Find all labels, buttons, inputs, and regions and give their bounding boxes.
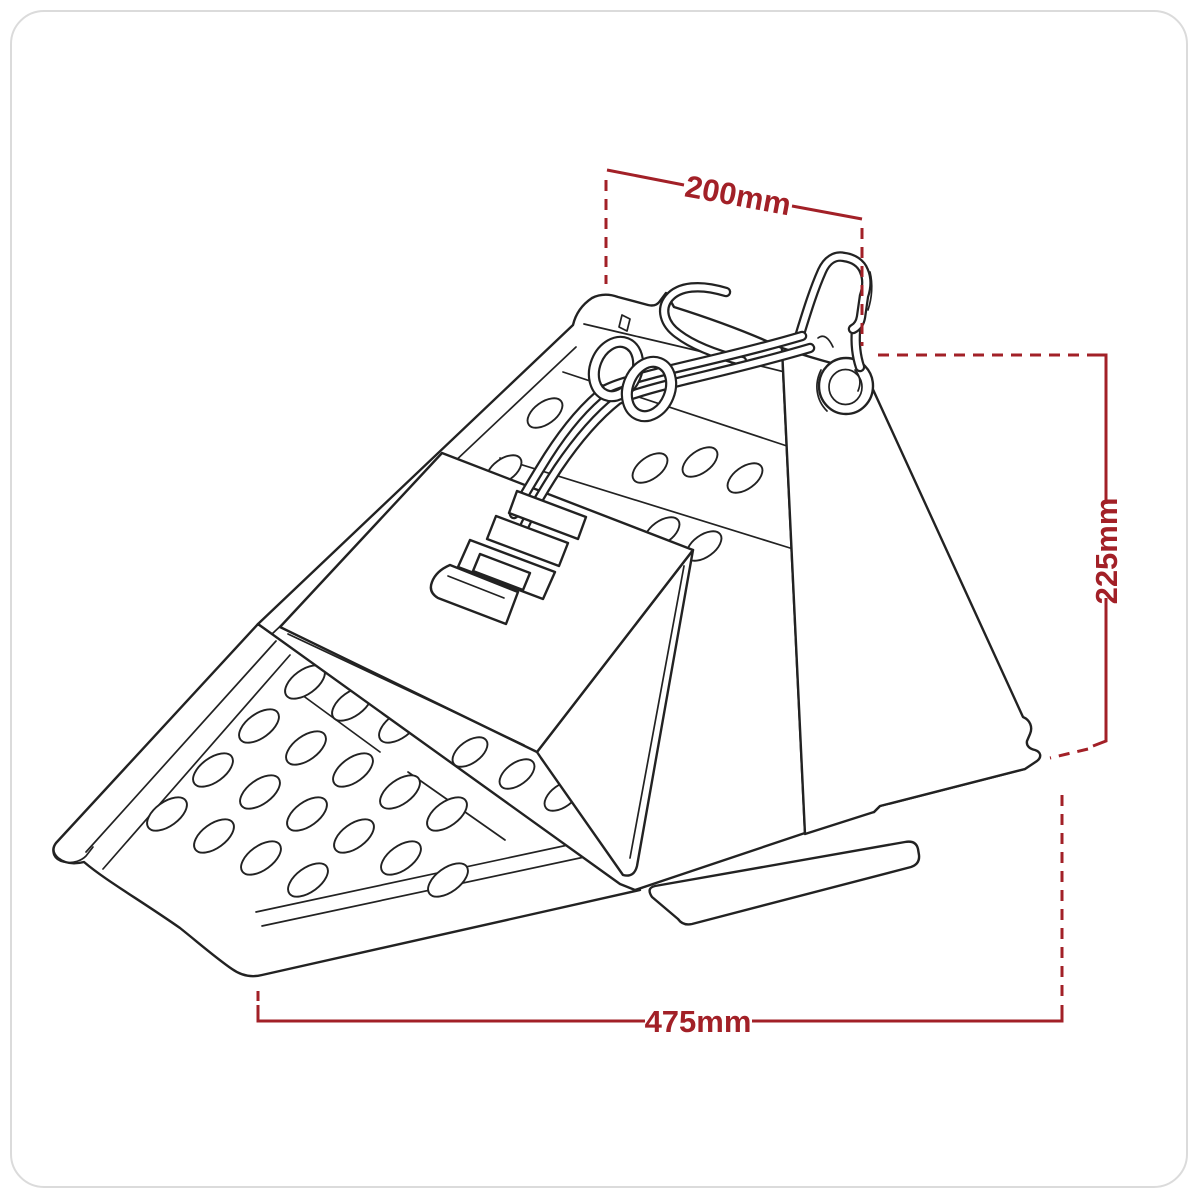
dimension-label-right: 225mm — [1089, 498, 1124, 605]
carry-handle-and-strap-wires — [514, 257, 873, 525]
dimension-right: 225mm — [878, 353, 1124, 760]
strap-rings — [587, 335, 678, 423]
base-end-flap — [648, 840, 921, 926]
dimension-label-bottom: 475mm — [645, 1004, 752, 1039]
back-slope-panel — [780, 346, 1042, 836]
cover-plate-skirt — [535, 548, 695, 877]
ramp-left-flange-lines — [85, 640, 291, 870]
ramp-tip-curl — [52, 842, 94, 864]
strap-buckle — [429, 489, 588, 626]
dimension-label-top: 200mm — [682, 169, 793, 223]
rounded-image-border — [10, 10, 1188, 1188]
back-slope-outline — [780, 346, 1042, 836]
dimension-bottom: 475mm — [256, 792, 1064, 1039]
ground-ramp-outline — [52, 622, 642, 978]
ridge-slot-mark — [618, 314, 631, 332]
ground-ramp — [52, 622, 642, 978]
cover-plate-hem — [287, 633, 525, 746]
strap-end-tab — [429, 563, 520, 626]
ramp-perforations — [146, 664, 469, 898]
